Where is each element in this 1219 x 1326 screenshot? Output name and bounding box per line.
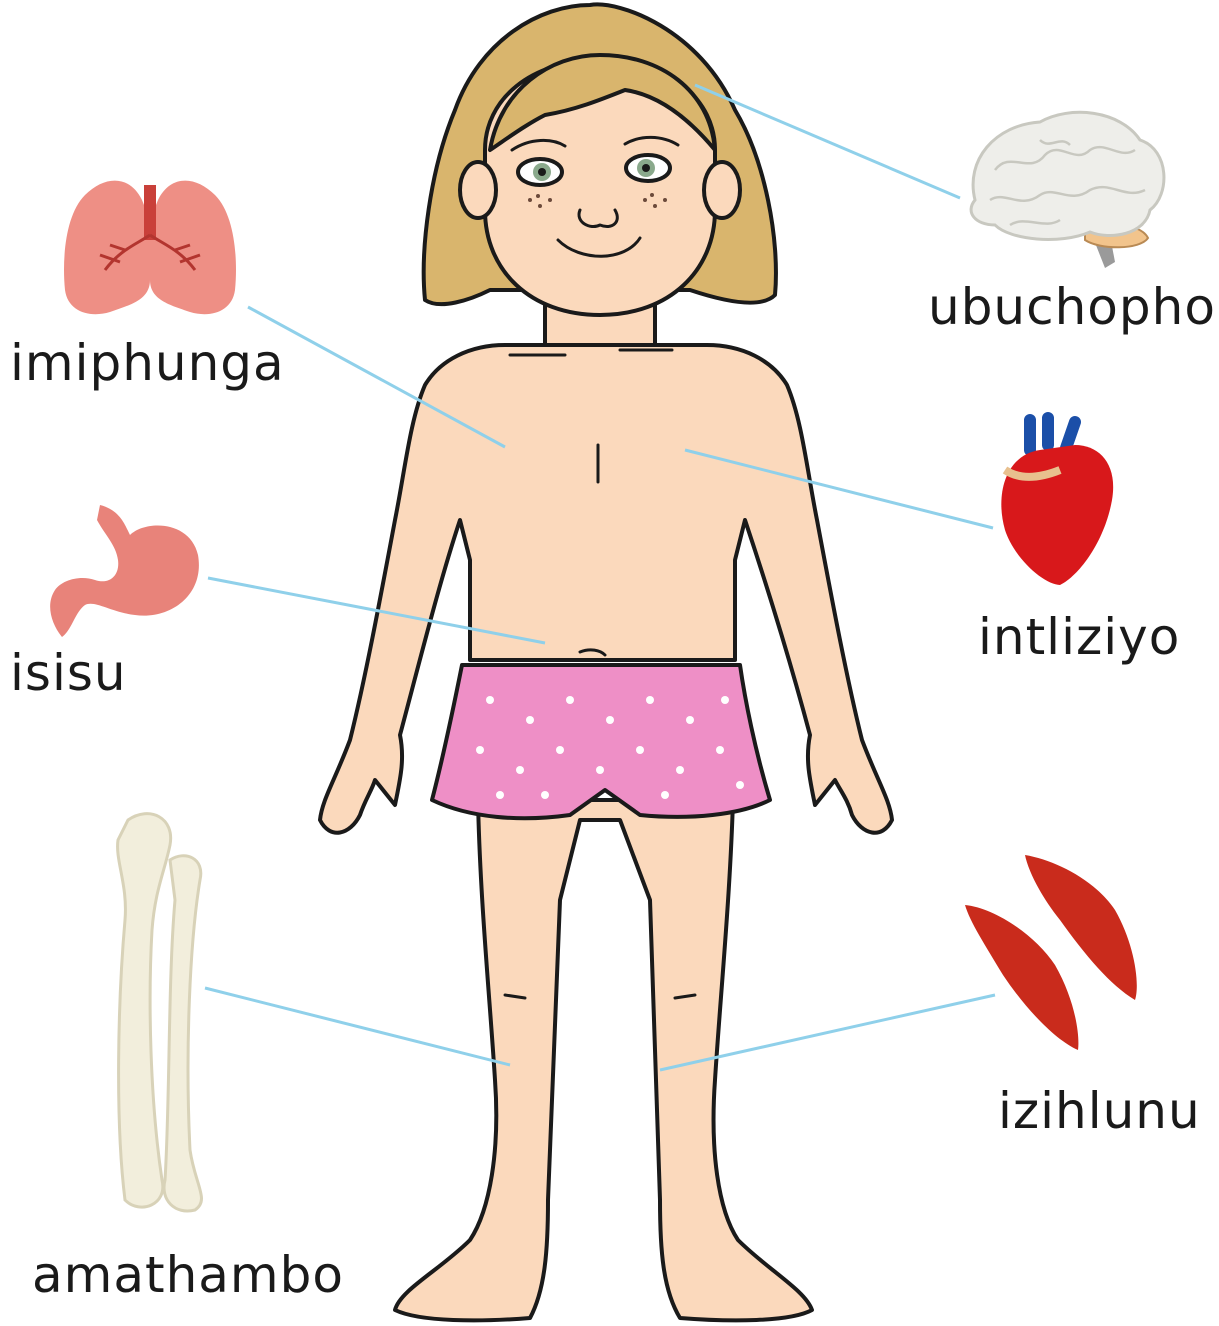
left-ear: [460, 162, 496, 218]
label-lungs: imiphunga: [10, 338, 285, 388]
label-stomach: isisu: [10, 648, 127, 698]
shorts: [432, 665, 770, 818]
label-muscles: izihlunu: [998, 1086, 1201, 1136]
heart-icon: [1001, 418, 1113, 585]
label-brain: ubuchopho: [928, 282, 1216, 332]
label-bones: amathambo: [32, 1250, 344, 1300]
label-heart: intliziyo: [978, 612, 1180, 662]
legs: [395, 800, 812, 1320]
bones-leader-line: [205, 988, 510, 1065]
brain-icon: [971, 112, 1164, 268]
stomach-icon: [50, 505, 199, 637]
muscle-icon: [965, 855, 1137, 1050]
right-ear: [704, 162, 740, 218]
bone-icon: [118, 814, 202, 1211]
lungs-icon: [64, 181, 236, 315]
child-figure: [320, 4, 892, 1320]
